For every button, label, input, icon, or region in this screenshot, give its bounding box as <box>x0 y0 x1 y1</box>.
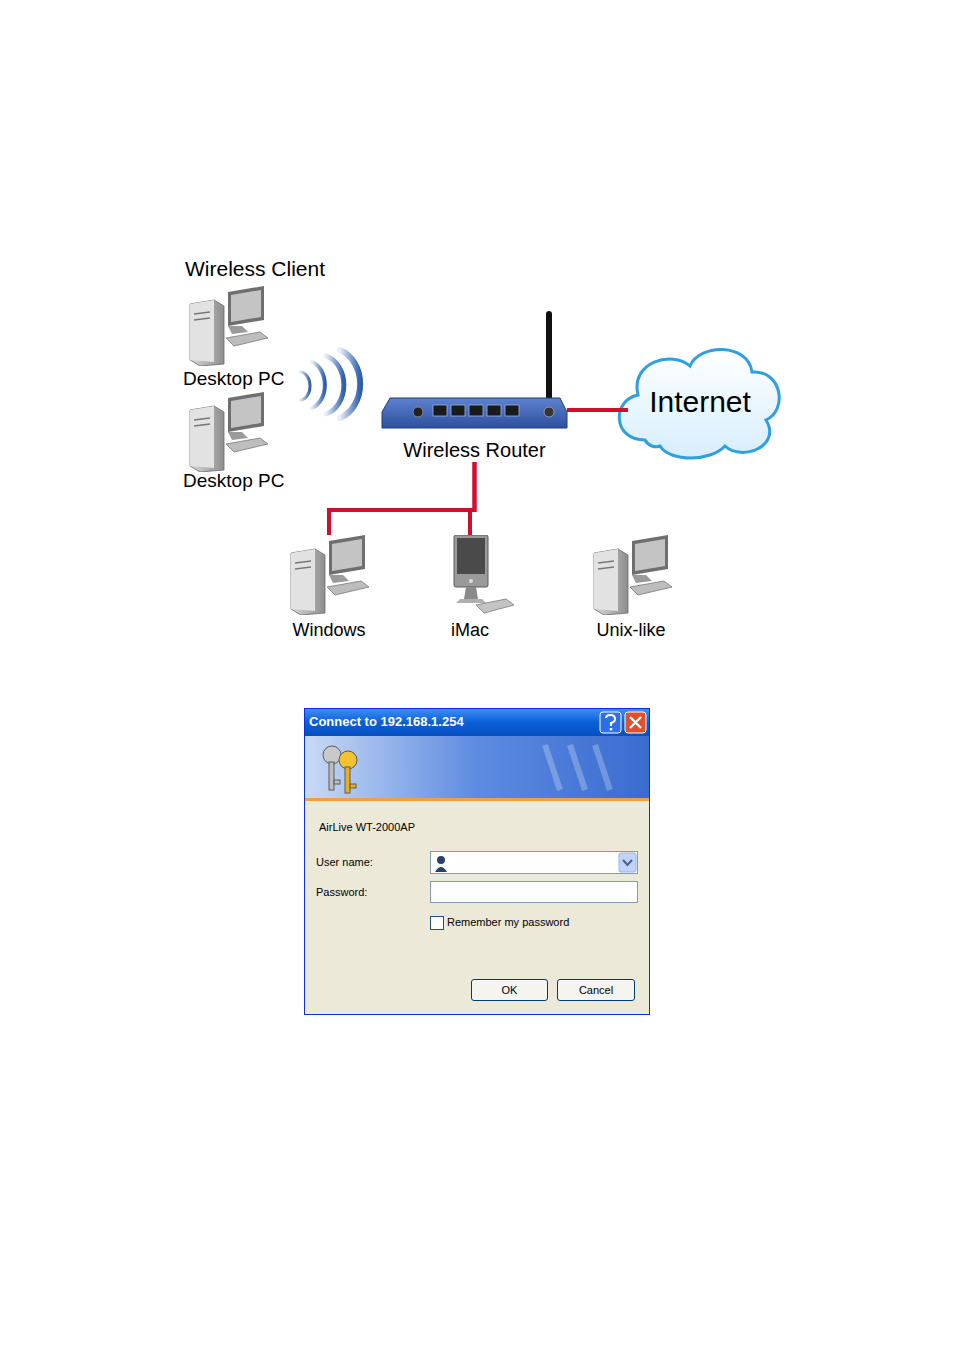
desktop-pc: Desktop PC <box>183 392 289 492</box>
node-label: Windows <box>292 620 365 641</box>
button-label: OK <box>502 984 518 996</box>
desktop-pc: Desktop PC <box>183 286 289 390</box>
node-label: Desktop PC <box>183 470 284 492</box>
cancel-button: Cancel <box>557 979 635 1001</box>
network-cable <box>567 408 628 412</box>
checkbox-label: Remember my password <box>447 916 569 928</box>
wireless-router: Wireless Router <box>382 398 567 462</box>
node-label: iMac <box>451 620 489 641</box>
node-label: Wireless Router <box>403 439 545 462</box>
network-cable <box>329 462 475 535</box>
imac: iMac <box>430 535 510 641</box>
device-name: AirLive WT-2000AP <box>319 821 415 833</box>
internet-cloud: Internet <box>628 358 772 446</box>
group-heading: Wireless Client <box>185 257 325 281</box>
node-label: Internet <box>649 385 751 419</box>
field-label: User name: <box>316 856 373 868</box>
network-cable <box>470 462 475 535</box>
windows-pc: Windows <box>289 535 369 641</box>
network-cable <box>567 408 591 412</box>
unix-pc: Unix-like <box>591 535 671 641</box>
node-label: Desktop PC <box>183 368 284 390</box>
window-title: Connect to 192.168.1.254 <box>304 708 469 735</box>
ok-button: OK <box>471 979 548 1001</box>
button-label: Cancel <box>579 984 613 996</box>
node-label: Unix-like <box>596 620 665 641</box>
field-label: Password: <box>316 886 367 898</box>
